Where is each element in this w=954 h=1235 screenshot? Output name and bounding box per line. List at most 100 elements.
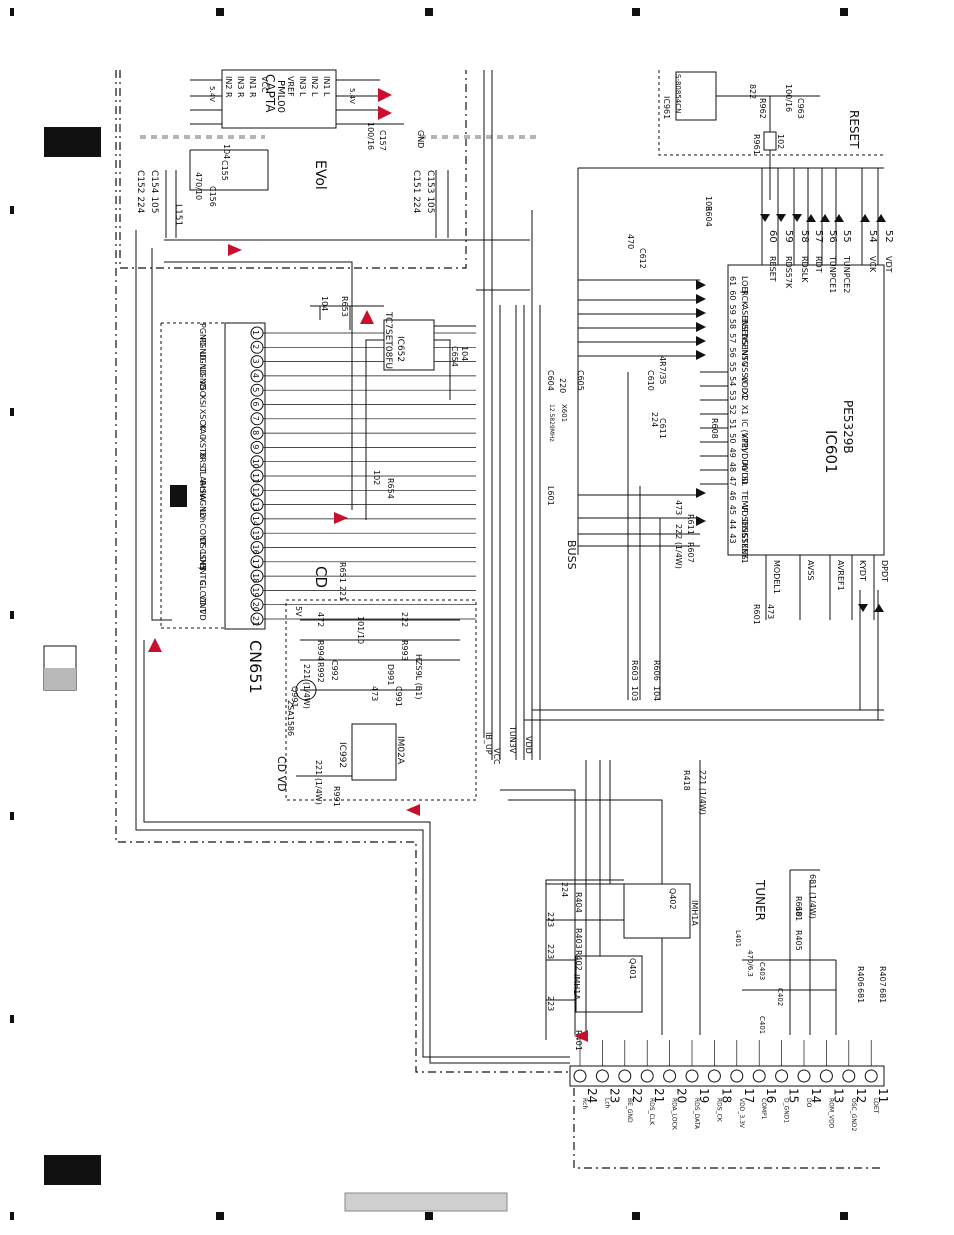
ic961-part: S-80854CN	[674, 74, 682, 113]
conn-pin-19	[685, 1069, 699, 1083]
ic601-pin-num-10: 51	[728, 419, 737, 429]
r607-ref: R607	[686, 542, 695, 563]
net-vdd: VDD	[524, 736, 533, 754]
r404-value: 224	[560, 882, 569, 897]
cd-label: CD	[312, 566, 330, 588]
conn-pin-number-22: 22	[630, 1088, 644, 1103]
r961-value: 102	[776, 134, 785, 149]
cn651-ref: CN651	[246, 640, 265, 694]
ic601-pin-11: XT1	[740, 433, 749, 448]
c654-ref: C654	[450, 346, 459, 367]
ic601-top-pin-6: VCK	[868, 256, 877, 273]
evol-l151: L151	[173, 204, 183, 226]
r603-value: 103	[630, 686, 639, 701]
ic601-pin-16: VDSENS	[740, 505, 749, 538]
c654-value: 104	[460, 346, 469, 361]
ic601-bottom-pin-0: MODEL1	[772, 560, 781, 594]
x601-freq: 12.5829MHz	[548, 404, 555, 442]
r610-ref: R610	[794, 896, 803, 917]
evol-ic-part: PML00	[275, 80, 286, 113]
conn-signal-18: RDS_CK	[715, 1098, 722, 1123]
ic601-pin-5: INTG	[740, 348, 749, 367]
cn651-signal-19: VD	[198, 595, 207, 607]
conn-pin-number-12: 12	[854, 1088, 868, 1103]
ic601-pin-15: TEMP	[740, 490, 749, 513]
cn651-pin-number: 1	[251, 330, 260, 335]
r601-ref: R601	[752, 604, 761, 625]
evol-c156-value: 470/10	[194, 172, 203, 200]
cn651-signal-13: Lch	[198, 509, 207, 523]
conn-signal-19: RDS_DATA	[693, 1098, 700, 1130]
c963-value: 100/16	[784, 84, 793, 112]
cn651-pin-number: 2	[251, 344, 260, 349]
ic601-pin-num-14: 47	[728, 476, 737, 486]
c611-value: 224	[650, 412, 659, 427]
conn-pin-number-14: 14	[809, 1088, 823, 1103]
r406-value: 681	[856, 988, 865, 1003]
ic601-pin-num-3: 58	[728, 319, 737, 329]
evol-pin-in2l: IN2 L	[310, 76, 319, 97]
r992-ref: R992	[316, 662, 325, 683]
r407-ref: R407	[878, 966, 887, 987]
conn-pin-number-19: 19	[697, 1088, 711, 1103]
evol-pin-in2r: IN2 R	[224, 76, 233, 98]
r403-value: 223	[546, 912, 555, 927]
block-frames	[115, 70, 884, 1169]
cn651-signal-9: XRST	[198, 452, 207, 473]
cn651-signal-10: CLAMSW	[198, 466, 207, 502]
cn651-pin-number: 10	[251, 459, 260, 469]
evol-c153: C153 105	[425, 170, 435, 214]
ic601-pin-num-16: 45	[728, 505, 737, 515]
r653-value: 104	[320, 296, 329, 311]
conn-signal-20: RDA_LOCK	[671, 1098, 678, 1131]
r604-value: 103	[704, 196, 713, 211]
ic601-pin-num-8: 53	[728, 390, 737, 400]
ic601-pin-num-11: 50	[728, 433, 737, 443]
ic601-pin-num-12: 49	[728, 448, 737, 458]
conn-signal-22: BE_GND	[626, 1098, 633, 1123]
tuner-block: Q402 IMH1A Q401 IMH1A R401 223 R402 223 …	[546, 760, 887, 1051]
cn651-pin-number: 20	[251, 602, 260, 612]
ic601-top-num-6: 54	[867, 230, 878, 243]
arrow-right-cd	[334, 512, 348, 524]
conn-signal-17: VDD_3.3V	[738, 1098, 745, 1129]
r610-value: 681 (1/4W)	[808, 874, 817, 919]
q991-ref: Q991	[290, 686, 299, 708]
arrow-right-evol-1	[378, 88, 392, 102]
r991-value: 221 (1/4W)	[314, 760, 323, 805]
cn651-signal-4: XSO	[198, 380, 207, 397]
ic601-pin-1: RCK	[740, 290, 749, 307]
ic601-bottom-pin-1: AVSS	[806, 560, 815, 581]
ic601-pin-6: VSS0	[740, 362, 749, 383]
r994-value: 472	[316, 612, 325, 627]
ic601-pin-num-7: 54	[728, 376, 737, 386]
cn651-signal-14: CONT	[198, 523, 207, 546]
cn651-signal-18: CLCONT	[198, 580, 207, 613]
q402-part: IMH1A	[690, 900, 699, 926]
evol-c156: C156	[208, 186, 217, 207]
cn651-pin-number: 3	[251, 359, 260, 364]
r994-ref: R994	[316, 640, 325, 661]
ic601-pin-4: DSENS	[740, 333, 749, 360]
cn651-pin-number: 13	[251, 502, 260, 512]
conn-pin-12	[842, 1069, 856, 1083]
conn-pin-number-15: 15	[787, 1088, 801, 1103]
evol-v2: 5.4V	[348, 88, 356, 104]
c401-ref: C401	[758, 1016, 766, 1034]
c604-ref: C604	[546, 370, 555, 391]
ic601-top-num-3: 57	[813, 230, 824, 243]
cn651-pin-number: 6	[251, 402, 260, 407]
arrow-right-evol-2	[378, 106, 392, 120]
ic601-pin-num-4: 57	[728, 333, 737, 343]
q402-body	[623, 883, 691, 939]
conn-pin-number-17: 17	[742, 1088, 756, 1103]
r962-value: 822	[748, 84, 757, 99]
ic601-pin-num-13: 48	[728, 462, 737, 472]
q401-part: IMH1A	[572, 974, 581, 1000]
cn651-signal-17: INTG	[198, 566, 207, 585]
ic601-body	[727, 264, 885, 556]
net-vcc: VCC	[492, 748, 501, 765]
c963-ref: C963	[796, 98, 805, 119]
